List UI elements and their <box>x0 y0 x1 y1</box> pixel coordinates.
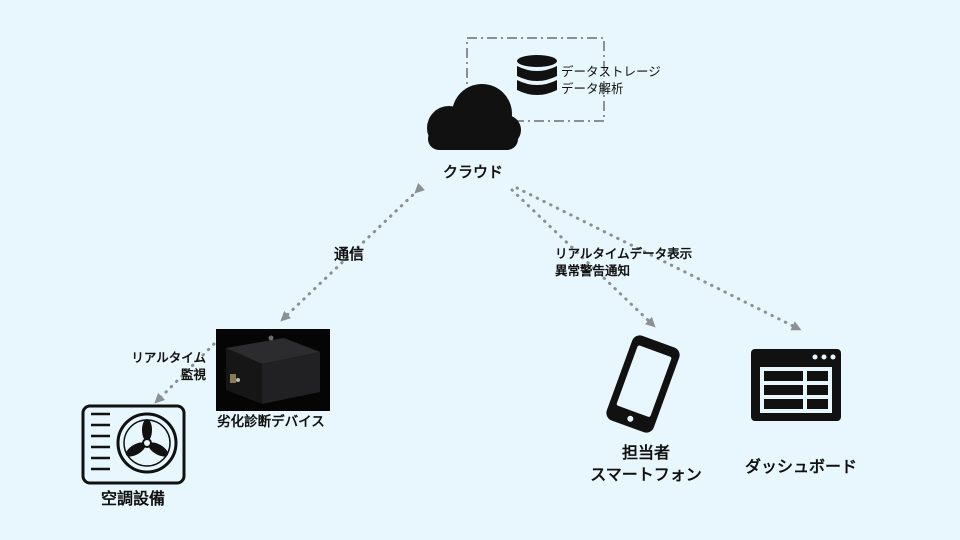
smartphone-link-line2: 異常警告通知 <box>555 263 631 278</box>
monitor-line1: リアルタイム <box>131 350 206 365</box>
dashboard-label: ダッシュボード <box>744 457 857 476</box>
communication-label: 通信 <box>334 245 365 263</box>
smartphone-link-label: リアルタイムデータ表示 異常警告通知 <box>555 245 692 279</box>
device-photo <box>216 329 330 411</box>
cloud-label: クラウド <box>442 163 503 181</box>
device-label: 劣化診断デバイス <box>217 414 325 430</box>
storage-line2: データ解析 <box>561 81 624 96</box>
smartphone-line2: スマートフォン <box>590 465 702 484</box>
storage-label: データストレージ データ解析 <box>561 63 661 97</box>
arrow-cloud-device <box>280 182 426 322</box>
smartphone-line1: 担当者 <box>621 443 670 462</box>
monitor-label: リアルタイム 監視 <box>110 349 206 383</box>
cloud-icon <box>427 84 521 150</box>
storage-line1: データストレージ <box>561 64 661 79</box>
arrow-cloud-smartphone <box>510 188 656 328</box>
fan-unit-icon <box>81 404 186 485</box>
storage-dashed-box <box>466 37 605 122</box>
smartphone-label: 担当者 スマートフォン <box>566 442 726 486</box>
database-icon <box>517 55 557 95</box>
arrow-cloud-dashboard <box>515 186 802 331</box>
monitor-line2: 監視 <box>180 367 206 382</box>
smartphone-link-line1: リアルタイムデータ表示 <box>555 246 693 261</box>
hvac-label: 空調設備 <box>100 489 165 508</box>
dashboard-window-icon <box>751 349 841 421</box>
smartphone-icon <box>606 335 680 433</box>
